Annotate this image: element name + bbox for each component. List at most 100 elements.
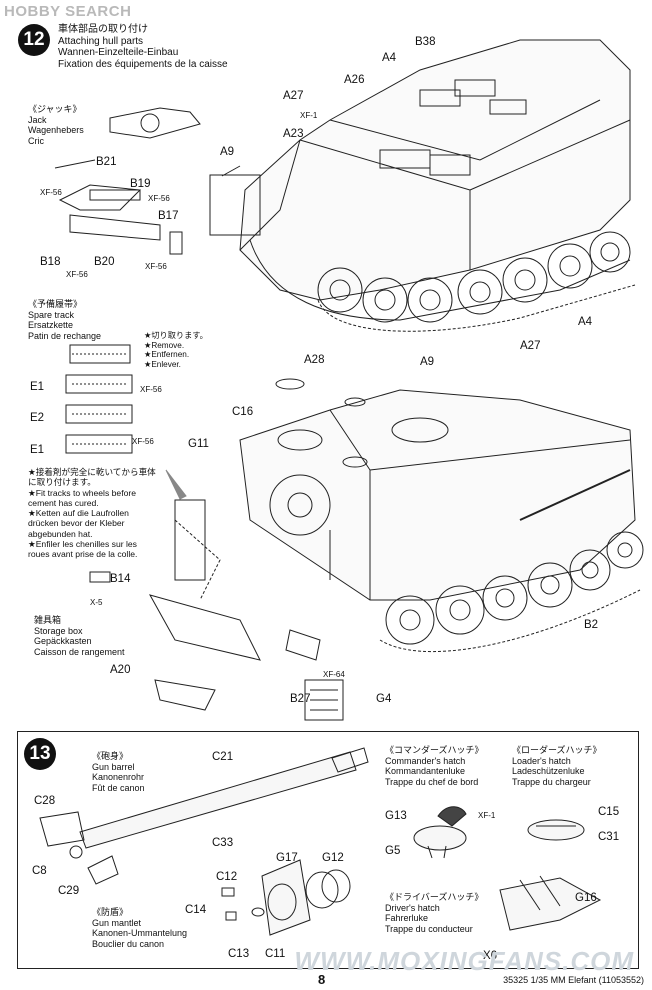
part-C16: C16: [232, 406, 254, 418]
part-E1: E1: [30, 381, 45, 393]
part-G12: G12: [322, 852, 344, 864]
part-A26: A26: [344, 74, 365, 86]
cmd-fr: Trappe du chef de bord: [385, 776, 479, 787]
part-A4: A4: [382, 52, 397, 64]
barrel-fr: Fût de canon: [92, 782, 145, 793]
part-E1: E1: [30, 444, 45, 456]
gun-barrel-illustration: [39, 747, 369, 885]
remove-en: ★Remove.: [144, 340, 185, 350]
watermark-top: HOBBY SEARCH: [4, 3, 132, 20]
part-A28: A28: [304, 354, 325, 366]
part-B27: B27: [290, 693, 311, 705]
storage-box-caption: 雑具箱 Storage box Gepäckkasten Caisson de …: [34, 615, 125, 657]
mantlet-ja: 《防盾》: [92, 907, 129, 917]
road-wheels-upper: [317, 231, 631, 323]
part-C15: C15: [598, 806, 620, 818]
step-12-title: 車体部品の取り付け Attaching hull parts Wannen-Ei…: [58, 24, 228, 70]
part-B38: B38: [415, 36, 436, 48]
mantlet-en: Gun mantlet: [92, 917, 142, 928]
fit-en: ★Fit tracks to wheels before cement has …: [28, 487, 137, 508]
fit-de: ★Ketten auf die Laufrollen drücken bevor…: [28, 508, 129, 539]
box-de: Gepäckkasten: [34, 636, 92, 646]
part-A27: A27: [283, 90, 304, 102]
jack-fr: Cric: [28, 135, 44, 146]
part-A9: A9: [220, 146, 235, 158]
part-B17: B17: [158, 210, 179, 222]
part-G13: G13: [385, 810, 407, 822]
loader-hatch-caption: 《ローダーズハッチ》 Loader's hatch Ladeschützenlu…: [512, 745, 602, 787]
page-number: 8: [318, 972, 326, 987]
title-ja: 車体部品の取り付け: [58, 24, 148, 35]
road-wheels-lower: [385, 531, 644, 645]
loader-hatch-illustration: [527, 819, 585, 841]
barrel-en: Gun barrel: [92, 761, 135, 772]
part-G16: G16: [575, 892, 597, 904]
fit-tracks-note: ★接着剤が完全に乾いてから車体に取り付けます。 ★Fit tracks to w…: [28, 467, 160, 560]
driver-fr: Trappe du conducteur: [385, 923, 473, 934]
paint-XF-56: XF-56: [66, 270, 88, 279]
commander-hatch-caption: 《コマンダーズハッチ》 Commander's hatch Kommandant…: [385, 745, 484, 787]
cmd-ja: 《コマンダーズハッチ》: [385, 745, 484, 755]
part-A23: A23: [283, 128, 304, 140]
paint-XF-56: XF-56: [148, 194, 170, 203]
jack-ja: 《ジャッキ》: [28, 104, 82, 114]
part-C33: C33: [212, 837, 234, 849]
part-C14: C14: [185, 904, 207, 916]
part-C8: C8: [32, 865, 47, 877]
part-C12: C12: [216, 871, 238, 883]
driver-hatch-caption: 《ドライバーズハッチ》 Driver's hatch Fahrerluke Tr…: [385, 892, 483, 934]
step-13-badge: 13: [24, 738, 56, 770]
part-E2: E2: [30, 412, 45, 424]
part-B2: B2: [584, 619, 599, 631]
lower-hull-illustration: [89, 378, 644, 721]
spare-de: Ersatzkette: [28, 320, 74, 330]
paint-XF-56: XF-56: [40, 188, 62, 197]
cmd-en: Commander's hatch: [385, 755, 466, 766]
spare-fr: Patin de rechange: [28, 330, 102, 341]
box-fr: Caisson de rangement: [34, 646, 125, 657]
spare-ja: 《予備履帯》: [28, 299, 83, 309]
step-12-badge: 12: [18, 24, 50, 56]
driver-hatch-illustration: [499, 875, 602, 931]
jack-caption: 《ジャッキ》 Jack Wagenhebers Cric: [28, 104, 84, 146]
spare-track-caption: 《予備履帯》 Spare track Ersatzkette Patin de …: [28, 299, 101, 341]
paint-XF-64: XF-64: [323, 670, 345, 679]
paint-X-5: X-5: [90, 598, 103, 607]
title-en: Attaching hull parts: [58, 35, 144, 47]
loader-fr: Trappe du chargeur: [512, 776, 591, 787]
part-B21: B21: [96, 156, 117, 168]
barrel-de: Kanonenrohr: [92, 772, 145, 782]
spare-en: Spare track: [28, 309, 75, 320]
part-G17: G17: [276, 852, 298, 864]
part-A27: A27: [520, 340, 541, 352]
remove-note: ★切り取ります。 ★Remove. ★Entfernen. ★Enlever.: [144, 331, 208, 369]
paint-XF-56: XF-56: [145, 262, 167, 271]
box-ja: 雑具箱: [34, 615, 62, 625]
part-A20: A20: [110, 664, 131, 676]
part-C11: C11: [265, 948, 286, 960]
step-13-frame: [17, 731, 639, 969]
part-C29: C29: [58, 885, 80, 897]
part-B20: B20: [94, 256, 115, 268]
part-B14: B14: [110, 573, 131, 585]
part-A4: A4: [578, 316, 593, 328]
part-B18: B18: [40, 256, 61, 268]
driver-ja: 《ドライバーズハッチ》: [385, 892, 484, 902]
jack-de: Wagenhebers: [28, 125, 84, 135]
fit-ja: ★接着剤が完全に乾いてから車体に取り付けます。: [28, 467, 156, 488]
barrel-ja: 《砲身》: [92, 751, 129, 761]
loader-ja: 《ローダーズハッチ》: [512, 745, 602, 755]
part-A9: A9: [420, 356, 435, 368]
paint-XF-56: XF-56: [132, 437, 154, 446]
part-C31: C31: [598, 831, 620, 843]
paint-XF-56: XF-56: [140, 385, 162, 394]
product-code: 35325 1/35 MM Elefant (11053552): [503, 975, 644, 985]
part-B19: B19: [130, 178, 151, 190]
remove-de: ★Entfernen.: [144, 350, 190, 359]
cmd-de: Kommandantenluke: [385, 766, 466, 776]
paint-XF-1: XF-1: [478, 811, 496, 820]
part-C21: C21: [212, 751, 234, 763]
remove-ja: ★切り取ります。: [144, 331, 208, 340]
gun-mantlet-caption: 《防盾》 Gun mantlet Kanonen-Ummantelung Bou…: [92, 907, 187, 949]
remove-fr: ★Enlever.: [144, 359, 181, 369]
